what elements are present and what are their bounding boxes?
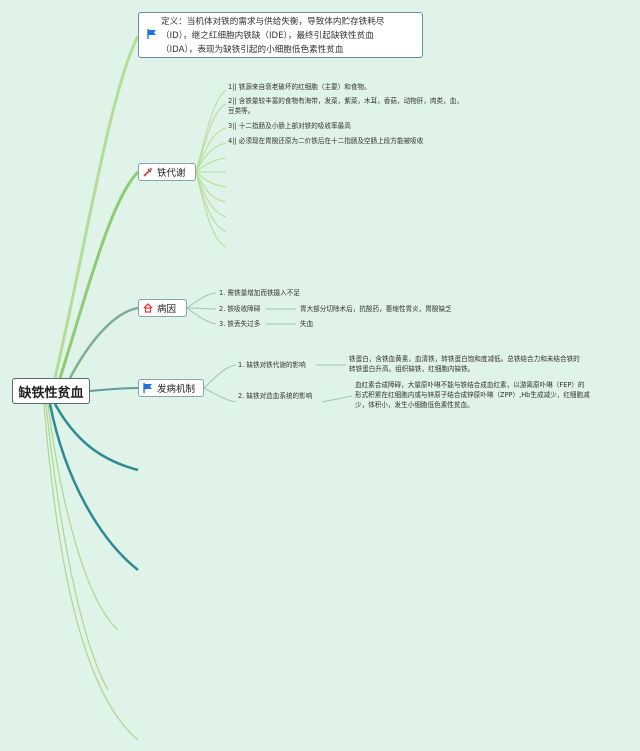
pathogenesis-item-1-detail-line-1: 铁蛋白，含铁血黄素，血清铁，转铁蛋白饱和度减低。总铁结合力和未结合铁的 (349, 355, 580, 363)
definition-line-2: （ID），继之红细胞内铁缺（IDE），最终引起缺铁性贫血 (161, 31, 374, 41)
etiology-item-3-detail: 失血 (300, 320, 314, 328)
root-node[interactable]: 缺铁性贫血 (12, 378, 90, 404)
iron-item-2: 2|| 含铁量较丰富的食物有海带，发菜，紫菜，木耳，香菇，动物肝，肉类，血， (228, 97, 463, 105)
home-icon (143, 303, 153, 313)
definition-node[interactable]: 定义：当机体对铁的需求与供给失衡，导致体内贮存铁耗尽 （ID），继之红细胞内铁缺… (138, 12, 423, 58)
connector-empty-4 (45, 403, 109, 691)
connector-empty-2 (48, 403, 139, 571)
etiology-item-3: 3. 铁丢失过多 (219, 320, 261, 328)
iron-item-1: 1|| 铁源来自衰老破坏的红细胞（主要）和食物。 (228, 83, 371, 91)
flag-icon (147, 29, 157, 39)
iron-item-2-cont: 豆类等。 (228, 107, 255, 115)
branch-pathogenesis-label: 发病机制 (157, 384, 196, 395)
definition-line-3: （IDA），表现为缺铁引起的小细胞低色素性贫血 (161, 45, 344, 55)
connector-empty-5 (43, 403, 139, 741)
root-label: 缺铁性贫血 (18, 385, 84, 401)
etiology-item-1: 1. 需铁量增加而铁摄入不足 (219, 289, 300, 297)
iron-item-4: 4|| 必须现在胃酸还原为二价铁后在十二指肠及空肠上段方能被吸收 (228, 137, 424, 145)
iron-item-3: 3|| 十二指肠及小肠上部对铁的吸收率最高 (228, 122, 351, 130)
branch-etiology-label: 病因 (157, 304, 177, 315)
branch-iron-metabolism-label: 铁代谢 (157, 168, 186, 179)
etiology-item-2-detail: 胃大部分切除术后，抗酸药，萎缩性胃炎，胃酸缺乏 (300, 305, 452, 313)
pathogenesis-item-1-detail-line-2: 转铁蛋白升高。组织缺铁，红细胞内缺铁。 (349, 365, 475, 373)
flag-icon (143, 383, 153, 393)
connector-empty-3 (47, 403, 119, 631)
tools-icon (143, 167, 153, 177)
connector-iron-metabolism (58, 170, 140, 379)
connector-definition (53, 35, 140, 379)
definition-line-1: 定义：当机体对铁的需求与供给失衡，导致体内贮存铁耗尽 (161, 17, 385, 27)
etiology-item-2: 2. 铁吸收障碍 (219, 305, 261, 313)
branch-pathogenesis[interactable]: 发病机制 (138, 379, 204, 397)
branch-etiology[interactable]: 病因 (138, 299, 187, 317)
branch-iron-metabolism[interactable]: 铁代谢 (138, 163, 196, 181)
pathogenesis-item-2: 2. 缺铁对造血系统的影响 (238, 392, 313, 400)
pathogenesis-item-2-detail-line-2: 形式积累在红细胞内或与锌原子结合成锌原卟啉（ZPP）,Hb生成减少，红细胞减 (355, 391, 590, 399)
pathogenesis-item-2-detail-line-3: 少，体积小，发生小细胞低色素性贫血。 (355, 401, 474, 409)
connector-etiology (68, 306, 139, 379)
pathogenesis-item-2-detail-line-1: 血红素合成障碍，大量原卟啉不能与铁结合成血红素，以游离原卟啉（FEP）的 (355, 381, 585, 389)
connector-empty-1 (53, 403, 139, 472)
connector-pathogenesis (89, 387, 139, 392)
pathogenesis-item-1: 1. 缺铁对铁代谢的影响 (238, 361, 306, 369)
